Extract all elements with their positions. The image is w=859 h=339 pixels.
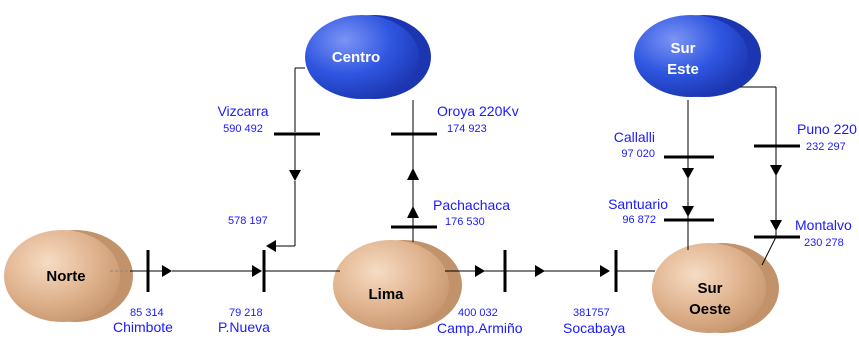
label-puno: Puno 220 bbox=[797, 121, 857, 137]
value-callalli: 97 020 bbox=[621, 148, 655, 160]
value-vizcarra: 590 492 bbox=[223, 123, 263, 135]
value-socabaya: 381757 bbox=[573, 307, 610, 319]
value-puno: 232 297 bbox=[806, 141, 846, 153]
line-sureste-callalli bbox=[664, 100, 714, 250]
label-chimbote: Chimbote bbox=[113, 319, 173, 335]
region-norte-label: Norte bbox=[46, 268, 85, 285]
value-pnueva: 79 218 bbox=[229, 307, 263, 319]
value-oroya: 174 923 bbox=[447, 123, 487, 135]
line-sureste-puno bbox=[740, 86, 800, 266]
line-norte-lima bbox=[110, 250, 340, 292]
arrow-camp-armino-out bbox=[535, 265, 545, 277]
arrow-chimbote bbox=[162, 265, 172, 277]
line-lima-suroeste bbox=[445, 250, 655, 292]
arrow-santuario bbox=[682, 206, 694, 217]
arrow-vizcarra bbox=[289, 170, 301, 181]
arrow-callalli bbox=[682, 168, 694, 179]
arrow-pnueva bbox=[252, 265, 262, 277]
label-santuario: Santuario bbox=[608, 196, 668, 212]
region-sur-oeste: Sur Oeste bbox=[652, 243, 779, 333]
region-sur-oeste-label-1: Sur bbox=[697, 280, 722, 297]
region-lima-label: Lima bbox=[368, 286, 404, 303]
region-centro: Centro bbox=[305, 15, 431, 99]
label-pachachaca: Pachachaca bbox=[433, 197, 510, 213]
arrow-oroya bbox=[407, 168, 419, 180]
label-camp-armino: Camp.Armiño bbox=[437, 320, 523, 336]
arrow-paramonga bbox=[266, 240, 276, 252]
value-chimbote: 85 314 bbox=[130, 307, 164, 319]
arrow-montalvo bbox=[770, 220, 782, 231]
label-oroya: Oroya 220Kv bbox=[437, 103, 519, 119]
label-socabaya: Socabaya bbox=[563, 320, 625, 336]
value-santuario: 96 872 bbox=[622, 214, 656, 226]
label-vizcarra: Vizcarra bbox=[217, 103, 268, 119]
arrow-socabaya bbox=[600, 265, 610, 277]
region-sur-este-label-2: Este bbox=[667, 61, 699, 78]
arrow-pachachaca bbox=[407, 206, 419, 218]
label-montalvo: Montalvo bbox=[795, 217, 852, 233]
value-montalvo: 230 278 bbox=[804, 237, 844, 249]
label-callalli: Callalli bbox=[614, 129, 655, 145]
region-norte: Norte bbox=[4, 230, 133, 322]
arrow-puno bbox=[770, 165, 782, 176]
region-centro-label: Centro bbox=[332, 49, 380, 66]
region-sur-este-label-1: Sur bbox=[670, 40, 695, 57]
value-camp-armino: 400 032 bbox=[458, 307, 498, 319]
line-centro-pnueva bbox=[266, 67, 320, 252]
region-sur-este: Sur Este bbox=[634, 15, 761, 97]
label-pnueva: P.Nueva bbox=[218, 319, 270, 335]
value-pachachaca: 176 530 bbox=[445, 216, 485, 228]
region-sur-oeste-label-2: Oeste bbox=[689, 301, 731, 318]
region-lima: Lima bbox=[333, 240, 462, 330]
value-paramonga: 578 197 bbox=[228, 215, 268, 227]
line-lima-centro bbox=[391, 100, 437, 242]
arrow-camp-armino bbox=[475, 265, 485, 277]
